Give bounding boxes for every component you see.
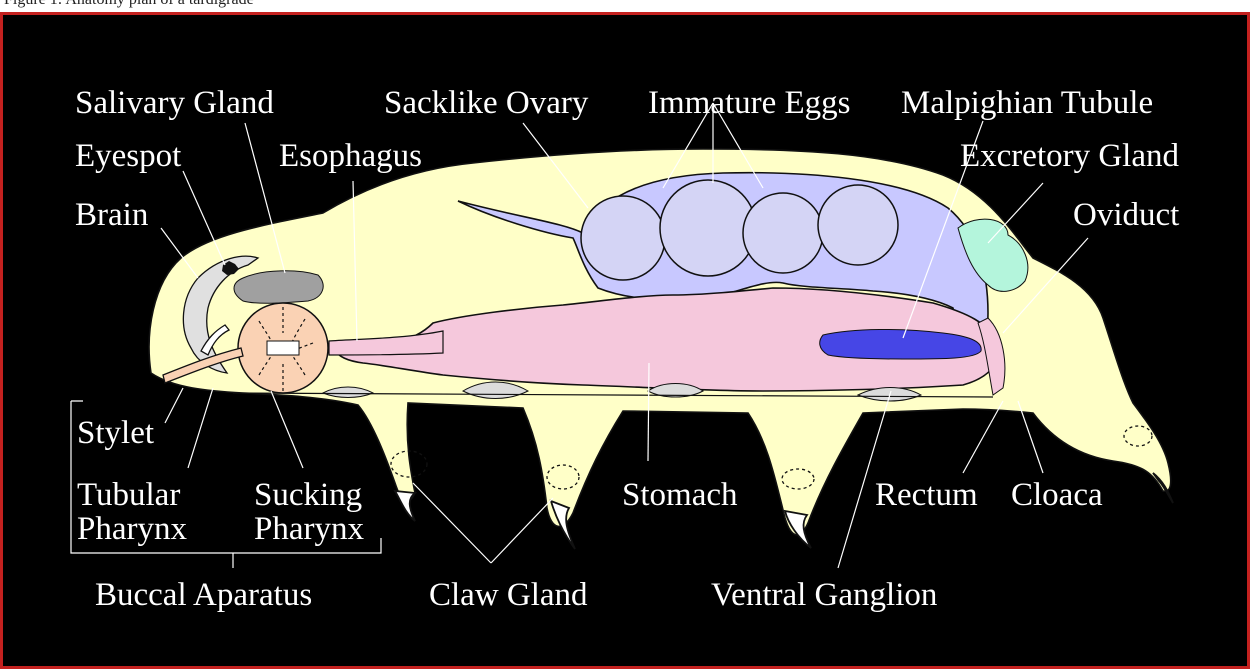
label-salivary-gland: Salivary Gland <box>75 85 274 121</box>
label-sacklike-ovary: Sacklike Ovary <box>384 85 589 121</box>
label-immature-eggs: Immature Eggs <box>648 85 851 121</box>
immature-egg-4 <box>818 185 898 265</box>
label-cloaca: Cloaca <box>1011 477 1103 513</box>
label-brain: Brain <box>75 197 148 233</box>
label-eyespot: Eyespot <box>75 138 181 174</box>
diagram-frame: Salivary Gland Eyespot Brain Esophagus S… <box>0 12 1250 669</box>
placoids <box>267 341 299 355</box>
label-malpighian-tubule: Malpighian Tubule <box>901 85 1153 121</box>
label-tubular-pharynx-1: Tubular <box>77 477 180 513</box>
label-buccal-apparatus: Buccal Aparatus <box>95 577 312 613</box>
figure-caption: Figure 1: Anatomy plan of a tardigrade <box>4 0 254 9</box>
label-stylet: Stylet <box>77 415 154 451</box>
label-sucking-pharynx-1: Sucking <box>254 477 362 513</box>
label-tubular-pharynx-2: Pharynx <box>77 511 187 547</box>
immature-egg-2 <box>660 180 756 276</box>
immature-egg-1 <box>581 196 665 280</box>
label-stomach: Stomach <box>622 477 738 513</box>
label-claw-gland: Claw Gland <box>429 577 588 613</box>
immature-egg-3 <box>743 193 823 273</box>
label-rectum: Rectum <box>875 477 978 513</box>
label-excretory-gland: Excretory Gland <box>960 138 1179 174</box>
label-esophagus: Esophagus <box>279 138 422 174</box>
label-oviduct: Oviduct <box>1073 197 1179 233</box>
label-sucking-pharynx-2: Pharynx <box>254 511 364 547</box>
tardigrade-anatomy-diagram: Salivary Gland Eyespot Brain Esophagus S… <box>3 15 1247 666</box>
figure-caption-strip: Figure 1: Anatomy plan of a tardigrade <box>0 0 1250 12</box>
label-ventral-ganglion: Ventral Ganglion <box>711 577 937 613</box>
